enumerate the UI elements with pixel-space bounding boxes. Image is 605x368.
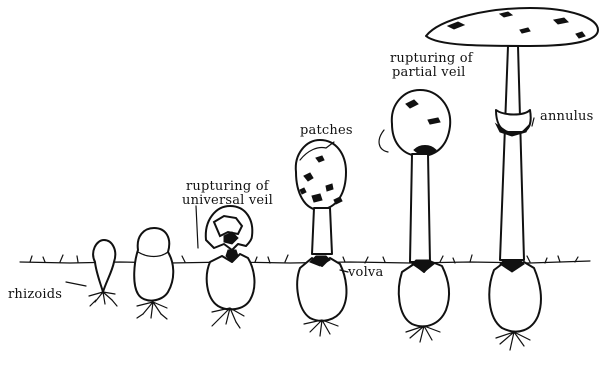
annulus-label: annulus bbox=[540, 110, 593, 123]
universal-veil-label-line1: rupturing of bbox=[186, 180, 269, 193]
button-stage-1 bbox=[89, 240, 117, 306]
partial-veil-rupture-stage bbox=[392, 90, 450, 342]
partial-veil-label-line1: rupturing of bbox=[390, 52, 473, 65]
universal-veil-rupture-stage bbox=[206, 206, 255, 328]
partial-veil-label-line2: partial veil bbox=[392, 66, 465, 79]
patches-label: patches bbox=[300, 124, 353, 137]
volva-label: volva bbox=[348, 266, 383, 279]
rhizoids-label: rhizoids bbox=[8, 288, 62, 301]
button-stage-2 bbox=[134, 228, 173, 319]
elongating-stage bbox=[296, 140, 347, 336]
universal-veil-label-line2: universal veil bbox=[182, 194, 273, 207]
